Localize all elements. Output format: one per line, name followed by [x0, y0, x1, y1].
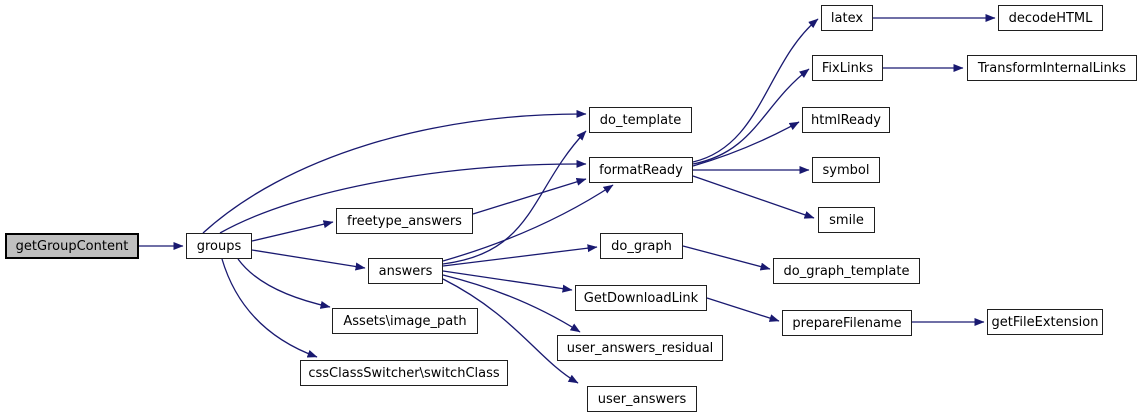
edge-groups-to-formatready	[219, 159, 587, 234]
edge-answers-to-do_graph	[442, 244, 598, 267]
edge-formatready-to-htmlready	[692, 121, 800, 167]
node-getdownloadlink[interactable]: GetDownloadLink	[575, 285, 707, 311]
node-formatready[interactable]: formatReady	[589, 157, 693, 183]
node-latex[interactable]: latex	[821, 5, 873, 31]
edge-answers-to-user_answers_residual	[442, 274, 581, 333]
node-freetype_answers[interactable]: freetype_answers	[336, 208, 473, 234]
edge-groups-to-assets_image_path	[237, 258, 331, 309]
node-answers[interactable]: answers	[368, 258, 443, 284]
node-transforminternallinks[interactable]: TransformInternalLinks	[967, 55, 1137, 81]
node-do_graph[interactable]: do_graph	[600, 233, 683, 259]
edge-groups-to-answers	[251, 249, 366, 271]
node-cssclassswitcher[interactable]: cssClassSwitcher\switchClass	[300, 360, 508, 386]
edge-formatready-to-smile	[692, 175, 815, 219]
edge-getdownloadlink-to-preparefilename	[706, 297, 780, 322]
node-preparefilename[interactable]: prepareFilename	[782, 310, 912, 336]
node-do_template[interactable]: do_template	[589, 107, 692, 133]
edge-formatready-to-latex	[692, 18, 819, 163]
edge-answers-to-do_template	[442, 130, 587, 265]
edge-answers-to-formatready	[442, 184, 614, 262]
node-do_graph_template[interactable]: do_graph_template	[773, 258, 920, 284]
node-decodehtml[interactable]: decodeHTML	[998, 5, 1103, 31]
node-smile[interactable]: smile	[818, 207, 875, 233]
edge-groups-to-freetype_answers	[251, 220, 334, 242]
node-assets_image_path[interactable]: Assets\image_path	[332, 308, 478, 334]
edge-groups-to-cssclassswitcher	[221, 258, 318, 358]
node-getfileextension[interactable]: getFileExtension	[987, 309, 1103, 335]
edge-formatready-to-fixlinks	[692, 68, 810, 165]
edge-freetype_answers-to-formatready	[472, 177, 587, 215]
node-user_answers[interactable]: user_answers	[587, 386, 697, 412]
node-htmlready[interactable]: htmlReady	[802, 107, 890, 133]
node-fixlinks[interactable]: FixLinks	[812, 55, 883, 81]
edge-do_graph-to-do_graph_template	[682, 245, 771, 271]
node-getGroupContent: getGroupContent	[5, 233, 139, 259]
node-user_answers_residual[interactable]: user_answers_residual	[557, 335, 723, 361]
edge-groups-to-do_template	[202, 109, 587, 234]
node-groups[interactable]: groups	[186, 233, 252, 259]
edge-answers-to-getdownloadlink	[442, 270, 573, 293]
edge-answers-to-user_answers	[442, 278, 579, 384]
node-symbol[interactable]: symbol	[812, 157, 880, 183]
